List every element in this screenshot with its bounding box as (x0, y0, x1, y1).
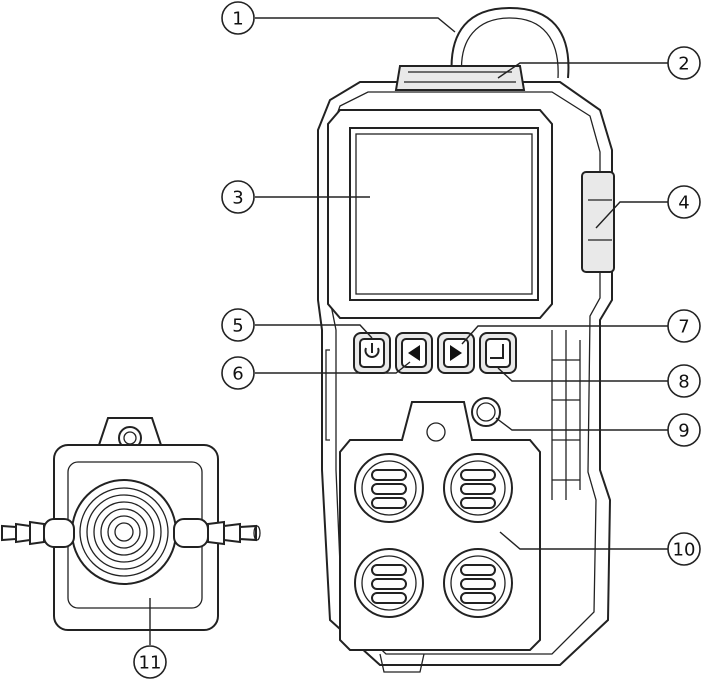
left-arrow-icon (408, 345, 420, 361)
power-button[interactable] (353, 332, 391, 374)
callout-1: 1 (221, 1, 255, 35)
callout-2: 2 (667, 46, 701, 80)
callout-9: 9 (667, 413, 701, 447)
sensor-port (443, 453, 513, 523)
calibration-cap (1, 417, 261, 631)
callout-circle (221, 180, 255, 214)
callout-5: 5 (221, 308, 255, 342)
callout-10: 10 (667, 532, 701, 566)
callout-6: 6 (221, 356, 255, 390)
callout-circle (667, 413, 701, 447)
callout-number: 3 (232, 188, 243, 209)
callout-markers: 1 2 3 4 5 6 7 8 9 10 11 (133, 1, 701, 679)
callout-11: 11 (133, 645, 167, 679)
callout-number: 2 (678, 54, 689, 75)
callout-circle (221, 308, 255, 342)
gas-outlet-nozzle (173, 518, 261, 548)
callout-circle (667, 46, 701, 80)
callout-number: 5 (232, 316, 243, 337)
display-screen (349, 127, 539, 301)
leader-lines (149, 17, 668, 645)
sensor-port-grid (354, 453, 513, 618)
carry-loop (450, 6, 570, 79)
sensor-panel (339, 401, 541, 651)
callout-circle (221, 1, 255, 35)
right-button[interactable] (437, 332, 475, 374)
callout-number: 8 (678, 372, 689, 393)
callout-number: 6 (232, 364, 243, 385)
callout-number: 4 (678, 193, 689, 214)
callout-circle (667, 364, 701, 398)
sensor-port (354, 453, 424, 523)
gas-detector-device (317, 6, 615, 673)
callout-circle (133, 645, 167, 679)
callout-4: 4 (667, 185, 701, 219)
left-button[interactable] (395, 332, 433, 374)
power-icon (364, 343, 380, 358)
callout-number: 9 (678, 421, 689, 442)
callout-circle (221, 356, 255, 390)
sensor-port (354, 548, 424, 618)
enter-icon (490, 344, 504, 359)
callout-circle (667, 309, 701, 343)
callout-number: 1 (232, 9, 243, 30)
callout-number: 11 (139, 653, 162, 674)
enter-button[interactable] (479, 332, 517, 374)
gas-inlet-nozzle (1, 518, 75, 548)
callout-number: 10 (673, 540, 696, 561)
callout-3: 3 (221, 180, 255, 214)
callout-8: 8 (667, 364, 701, 398)
button-row (353, 332, 517, 374)
right-arrow-icon (450, 345, 462, 361)
side-clip (581, 171, 615, 273)
top-clip (394, 65, 526, 91)
alarm-indicator (471, 397, 501, 427)
callout-number: 7 (678, 317, 689, 338)
sensor-port (443, 548, 513, 618)
callout-circle (667, 185, 701, 219)
callout-circle (667, 532, 701, 566)
callout-7: 7 (667, 309, 701, 343)
